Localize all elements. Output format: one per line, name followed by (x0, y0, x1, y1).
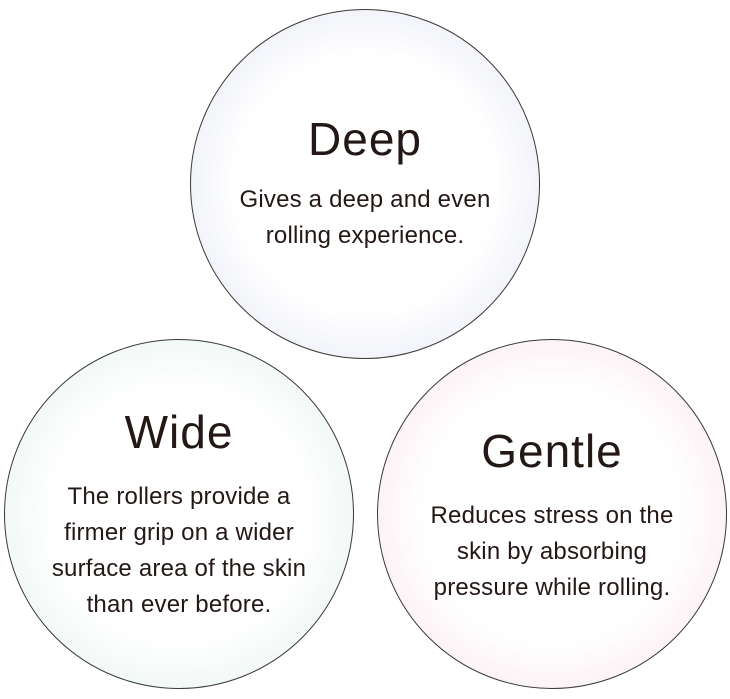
feature-title-gentle: Gentle (481, 425, 623, 477)
feature-circle-deep: Deep Gives a deep and even rolling exper… (190, 9, 540, 359)
feature-description-wide: The rollers provide a firmer grip on a w… (51, 483, 307, 618)
feature-description-deep: Gives a deep and even rolling experience… (239, 186, 491, 249)
feature-circle-wide: Wide The rollers provide a firmer grip o… (4, 339, 354, 689)
feature-description-gentle: Reduces stress on the skin by absorbing … (430, 502, 674, 601)
feature-circle-gentle: Gentle Reduces stress on the skin by abs… (377, 339, 727, 689)
feature-title-deep: Deep (308, 113, 422, 165)
feature-title-wide: Wide (124, 406, 234, 458)
